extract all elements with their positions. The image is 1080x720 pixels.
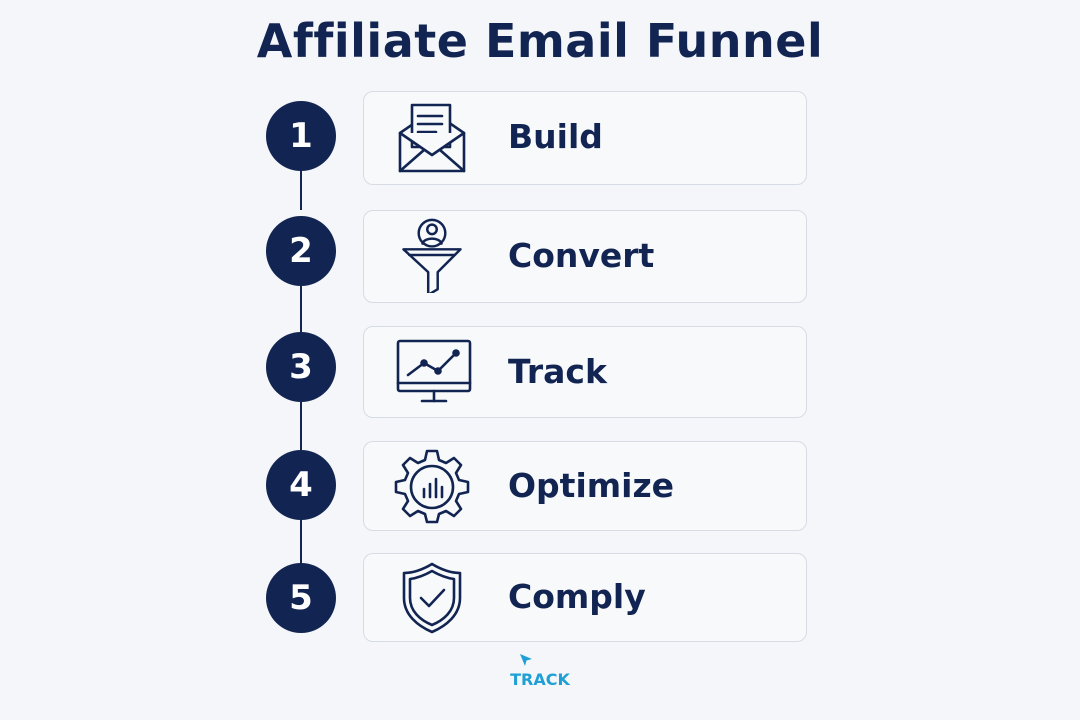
gear-bar-chart-icon (394, 449, 470, 525)
step-number: 4 (266, 450, 336, 520)
cursor-arrow-icon (520, 654, 532, 666)
connector-line (300, 171, 302, 210)
step-card: Comply (363, 553, 807, 642)
step-number: 5 (266, 563, 336, 633)
step-card: Convert (363, 210, 807, 303)
step-label: Track (508, 352, 607, 391)
step-card: Build (363, 91, 807, 185)
step-label: Optimize (508, 466, 675, 505)
connector-line (300, 402, 302, 450)
step-label: Convert (508, 236, 655, 275)
footer-track: TRACK (490, 652, 590, 689)
connector-line (300, 286, 302, 335)
step-number: 3 (266, 332, 336, 402)
page-title: Affiliate Email Funnel (256, 14, 824, 68)
step-card: Optimize (363, 441, 807, 531)
step-number: 2 (266, 216, 336, 286)
step-label: Comply (508, 577, 646, 616)
funnel-person-icon (394, 217, 470, 293)
step-card: Track (363, 326, 807, 418)
step-label: Build (508, 117, 603, 156)
shield-check-icon (394, 560, 470, 636)
monitor-line-chart-icon (394, 335, 472, 411)
envelope-document-icon (394, 101, 470, 177)
step-number: 1 (266, 101, 336, 171)
connector-line (300, 520, 302, 564)
footer-label: TRACK (510, 670, 570, 689)
